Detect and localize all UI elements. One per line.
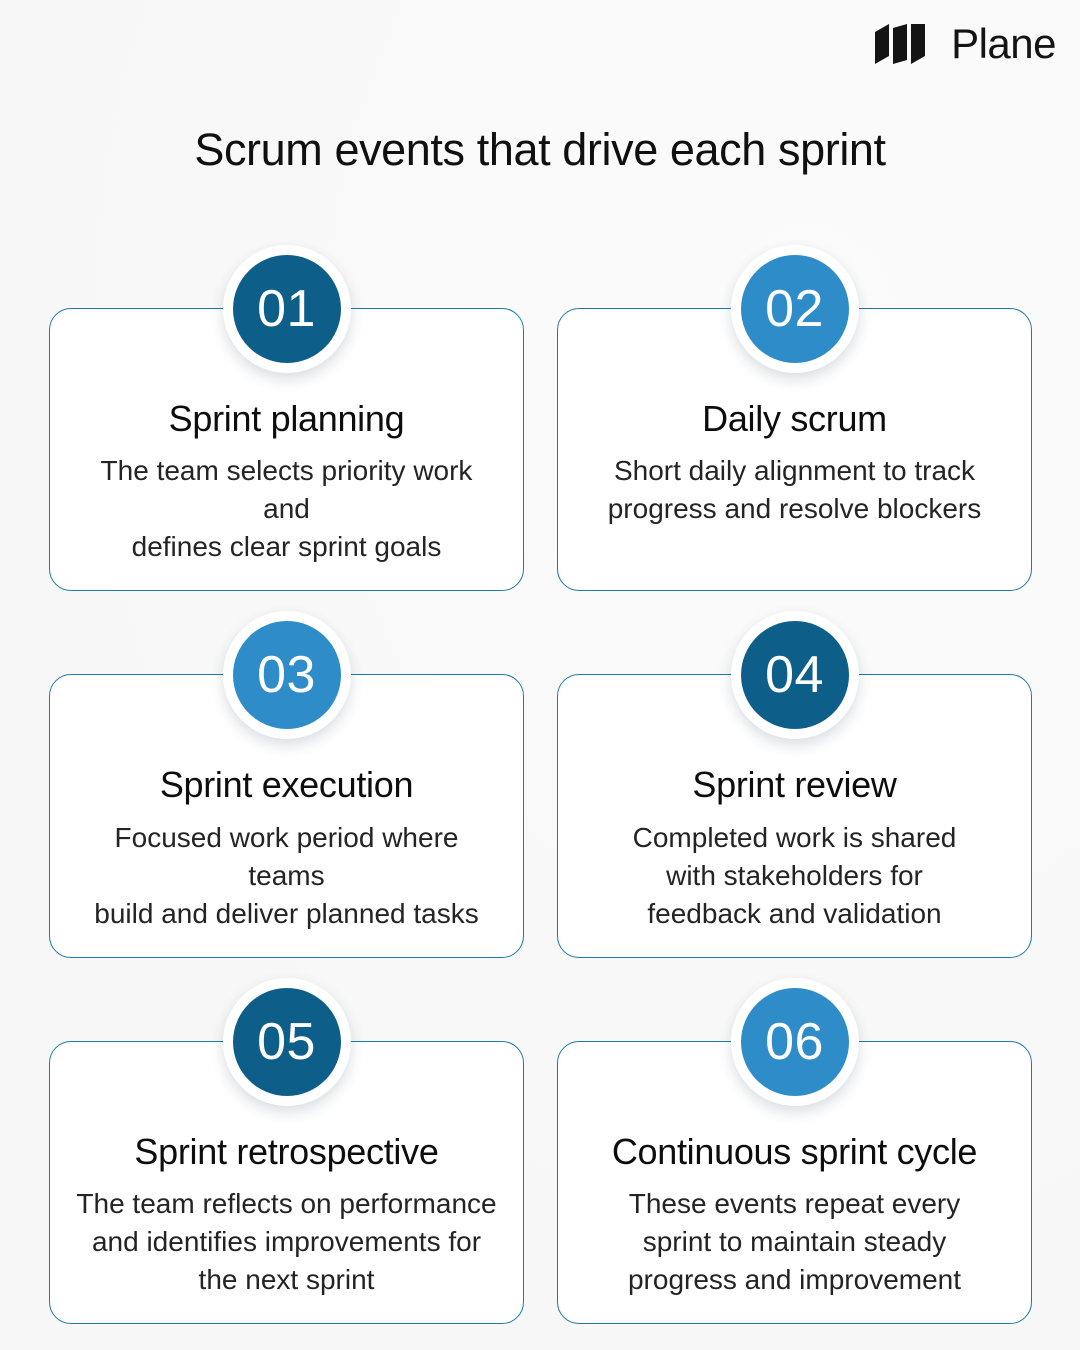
step-badge-circle: 06	[740, 987, 849, 1096]
step-number: 06	[765, 1012, 824, 1071]
card-description: The team selects priority work and defin…	[100, 455, 473, 563]
card-sprint-execution: 03 Sprint execution Focused work period …	[49, 611, 524, 958]
cards-grid: 01 Sprint planning The team selects prio…	[49, 245, 1032, 1325]
card-sprint-planning: 01 Sprint planning The team selects prio…	[49, 245, 524, 592]
card-continuous-sprint-cycle: 06 Continuous sprint cycle These events …	[557, 977, 1032, 1325]
plane-logo-icon	[873, 22, 939, 66]
step-badge: 05	[222, 977, 351, 1106]
page-title: Scrum events that drive each sprint	[194, 124, 886, 175]
step-badge: 06	[730, 977, 859, 1106]
card-title: Sprint review	[692, 764, 897, 806]
card-description: These events repeat every sprint to main…	[627, 1188, 962, 1296]
step-number: 05	[257, 1012, 316, 1071]
card-description: Focused work period where teams build an…	[94, 821, 479, 929]
card-sprint-review: 04 Sprint review Completed work is share…	[557, 611, 1032, 958]
card-title: Sprint planning	[168, 398, 405, 439]
card-daily-scrum: 02 Daily scrum Short daily alignment to …	[557, 245, 1032, 592]
step-badge-circle: 03	[232, 621, 341, 730]
card-title: Sprint retrospective	[134, 1130, 439, 1172]
step-badge: 03	[222, 611, 351, 740]
step-badge-circle: 04	[740, 621, 849, 730]
brand-name: Plane	[951, 20, 1056, 67]
step-badge-circle: 01	[232, 255, 341, 363]
card-title: Sprint execution	[159, 764, 414, 806]
step-badge-circle: 02	[740, 255, 849, 363]
step-number: 02	[765, 280, 824, 338]
step-badge: 02	[730, 245, 859, 373]
step-badge-circle: 05	[232, 987, 341, 1096]
step-badge: 01	[222, 245, 351, 373]
step-number: 03	[257, 646, 316, 705]
card-title: Continuous sprint cycle	[611, 1130, 978, 1172]
card-sprint-retrospective: 05 Sprint retrospective The team reflect…	[49, 977, 524, 1325]
step-badge: 04	[730, 611, 859, 740]
step-number: 01	[257, 280, 316, 338]
card-description: Short daily alignment to track progress …	[607, 455, 982, 525]
brand-logo: Plane	[873, 22, 1056, 66]
step-number: 04	[765, 646, 824, 705]
card-description: The team reflects on performance and ide…	[76, 1188, 497, 1296]
card-title: Daily scrum	[702, 398, 887, 439]
card-description: Completed work is shared with stakeholde…	[632, 821, 957, 929]
